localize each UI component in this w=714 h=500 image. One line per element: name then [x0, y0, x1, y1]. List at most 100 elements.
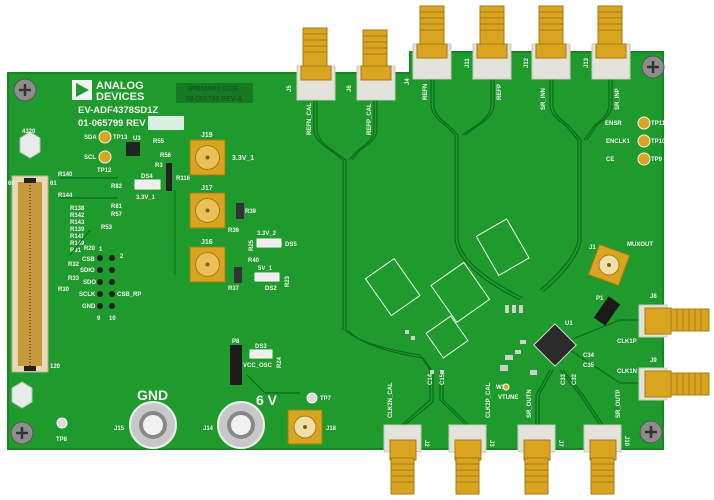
- sma-j10[interactable]: [583, 424, 622, 495]
- screw-icon: [641, 55, 665, 79]
- svg-text:R138: R138: [70, 206, 85, 212]
- test-point-tp13[interactable]: [98, 130, 112, 144]
- silk-label: R36: [228, 228, 240, 234]
- svg-text:R149: R149: [70, 241, 85, 247]
- connector-ref: J12: [524, 57, 530, 68]
- silk-label: R25: [249, 239, 255, 251]
- resistor-labels: R140 R82 R144 R81 R138 R142 R143 R139 R1…: [58, 172, 123, 293]
- sma-j19[interactable]: [189, 139, 226, 176]
- silk-label: C34: [583, 353, 595, 359]
- silk-label: U1: [565, 321, 573, 327]
- tp-label: TP9: [651, 157, 663, 163]
- sma-j4[interactable]: [412, 5, 452, 80]
- silk-label: C15: [440, 373, 446, 385]
- pin-label: GND: [82, 304, 96, 310]
- sma-j17[interactable]: [189, 192, 226, 229]
- svg-text:R139: R139: [70, 227, 85, 233]
- pin-label: 9: [97, 316, 101, 322]
- silk-label: R23: [285, 275, 291, 287]
- silk-label: R40: [248, 258, 260, 264]
- sma-j13[interactable]: [591, 5, 631, 80]
- screw-icon: [10, 421, 34, 445]
- svg-text:R53: R53: [101, 225, 113, 231]
- test-point-w1[interactable]: [502, 383, 510, 391]
- sma-j9[interactable]: [638, 367, 710, 401]
- sma-j6[interactable]: [356, 29, 396, 101]
- test-point-tp8[interactable]: [56, 417, 68, 429]
- test-point-tp9[interactable]: [637, 152, 651, 166]
- pin-label: SDIO: [80, 268, 95, 274]
- led-ds3: [249, 349, 273, 359]
- svg-text:R82: R82: [111, 184, 123, 190]
- sma-j2[interactable]: [383, 424, 422, 495]
- svg-text:DEVICES: DEVICES: [96, 91, 144, 103]
- ic-u3: [126, 142, 140, 156]
- sma-j8[interactable]: [638, 304, 710, 338]
- test-point-tp12[interactable]: [98, 150, 112, 164]
- pin-label: 2: [120, 254, 124, 260]
- silk-label: J19: [201, 132, 213, 139]
- silk-label: VTUNE: [498, 395, 518, 401]
- component: [166, 163, 172, 191]
- test-point-tp7[interactable]: [306, 392, 318, 404]
- connector-ref: J3: [488, 440, 494, 447]
- sma-j5[interactable]: [296, 27, 336, 101]
- led-ds4: [134, 179, 161, 190]
- silk-label: J14: [203, 426, 214, 432]
- connector-signal: REFN_CAL: [307, 103, 313, 135]
- silk-label: P8: [232, 339, 240, 345]
- silk-label: 4320: [22, 129, 36, 135]
- label-sticker: [148, 116, 184, 130]
- sma-j12[interactable]: [531, 5, 571, 80]
- connector-signal: CLK2P_CAL: [486, 382, 492, 418]
- sma-j7[interactable]: [517, 424, 556, 495]
- silk-label: C35: [583, 363, 595, 369]
- spi-header[interactable]: [97, 255, 115, 309]
- sma-j1-muxout[interactable]: [587, 243, 631, 287]
- silk-label: 60: [8, 181, 15, 187]
- svg-text:R57: R57: [111, 212, 123, 218]
- sma-j18[interactable]: [287, 409, 323, 445]
- connector-ref: J7: [557, 440, 563, 447]
- smd-components: [405, 305, 537, 375]
- silk-label: TP7: [320, 396, 332, 402]
- svg-text:R144: R144: [58, 193, 73, 199]
- silk-label: R37: [228, 286, 240, 292]
- silk-label: DS5: [285, 242, 297, 248]
- svg-text:PRIMARY SIDE: PRIMARY SIDE: [189, 86, 239, 93]
- svg-text:R31: R31: [70, 248, 82, 254]
- analog-devices-logo: ANALOG DEVICES: [72, 80, 144, 103]
- tp-label: SCL: [84, 155, 96, 161]
- sma-j3[interactable]: [448, 424, 487, 495]
- jumper-p1[interactable]: [593, 296, 621, 326]
- test-point-tp10[interactable]: [637, 134, 651, 148]
- sma-j16[interactable]: [189, 246, 226, 283]
- led-ds2: [254, 272, 280, 282]
- jumper-p8[interactable]: [230, 345, 242, 385]
- connector-ref: J5: [287, 85, 293, 92]
- tp-label: ENSR: [605, 121, 622, 127]
- tp-label: TP10: [651, 139, 666, 145]
- silk-label: DS4: [141, 174, 153, 180]
- svg-text:R30: R30: [58, 287, 70, 293]
- tp-label: CE: [606, 157, 614, 163]
- connector-ref: J2: [423, 440, 429, 447]
- board-revision: 01-065799 REV: [78, 118, 146, 129]
- pcb-board: [7, 51, 664, 450]
- banana-jack-j15[interactable]: [129, 401, 177, 449]
- svg-text:08-065799 REV-A: 08-065799 REV-A: [186, 96, 243, 103]
- silk-label: 61: [50, 181, 57, 187]
- led-ds5: [256, 238, 282, 248]
- silk-label: 3.3V_2: [257, 231, 277, 237]
- silk-label: MUXOUT: [627, 242, 653, 248]
- connector-ref: J6: [347, 85, 353, 92]
- pin-label: 10: [109, 316, 116, 322]
- test-point-tp11[interactable]: [637, 116, 651, 130]
- connector-signal: REFP_CAL: [367, 103, 373, 135]
- sma-j11[interactable]: [472, 5, 512, 80]
- connector-ref: J9: [650, 358, 657, 364]
- banana-jack-j14[interactable]: [217, 401, 265, 449]
- silk-label: VCC_OSC: [243, 363, 273, 369]
- tp-label: TP12: [97, 168, 112, 174]
